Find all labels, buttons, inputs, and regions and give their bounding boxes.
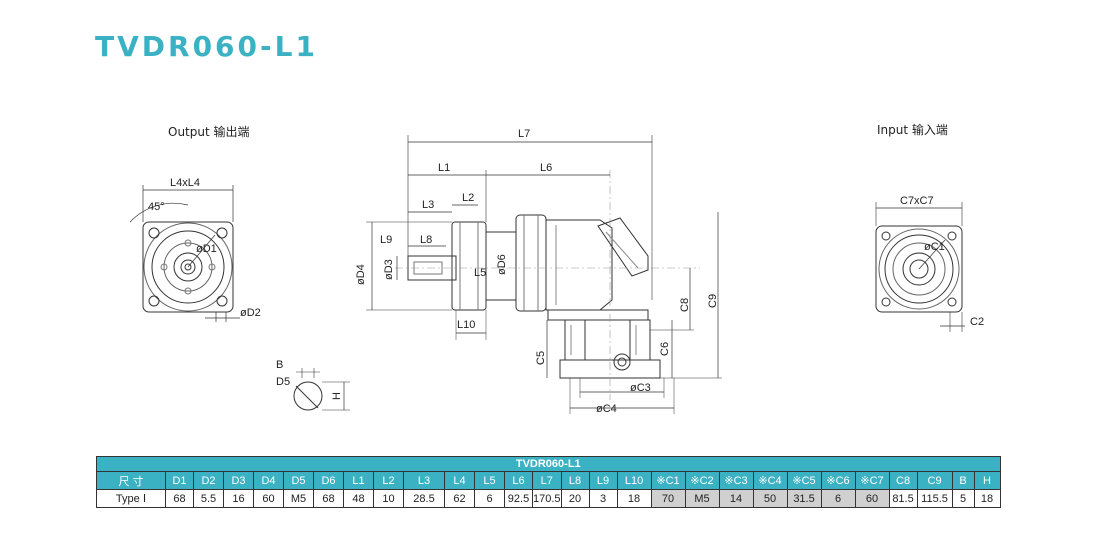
table-cell: 16 [223, 489, 254, 508]
table-cell: 10 [373, 489, 404, 508]
dim-C4: øC4 [596, 403, 617, 415]
table-header-label: 尺 寸 [96, 471, 166, 490]
gearbox-side-view [366, 135, 722, 414]
output-flange-view [129, 185, 240, 322]
column-header: ※C1 [650, 471, 686, 490]
column-header: ※C6 [820, 471, 856, 490]
table-cell: 68 [165, 489, 194, 508]
column-header: B [951, 471, 975, 490]
column-header: L3 [403, 471, 445, 490]
table-cell: 170.5 [532, 489, 562, 508]
key-detail-view [293, 368, 350, 411]
column-header: ※C2 [684, 471, 720, 490]
dim-D6: øD6 [496, 254, 508, 275]
table-cell: M5 [684, 489, 720, 508]
table-cell: 62 [444, 489, 475, 508]
column-header: L1 [343, 471, 374, 490]
column-header: ※C3 [718, 471, 754, 490]
input-flange-outline [875, 225, 963, 313]
table-cell: 81.5 [888, 489, 918, 508]
technical-drawing: L4xL4 45° øD1 øD2 L7 L1 L6 L3 L2 L9 L8 ø… [129, 128, 984, 415]
dim-C7xC7: C7xC7 [900, 195, 934, 207]
table-title: TVDR060-L1 [96, 456, 1001, 472]
dim-B: B [276, 359, 283, 371]
table-cell: 6 [820, 489, 856, 508]
dim-L1: L1 [438, 162, 450, 174]
column-header: ※C4 [752, 471, 788, 490]
dim-D2: øD2 [240, 307, 261, 319]
output-view-label: Output 输出端 [168, 125, 250, 139]
dim-C5: C5 [535, 351, 547, 365]
table-cell: 5 [951, 489, 975, 508]
column-header: L7 [532, 471, 562, 490]
dim-L5: L5 [474, 267, 486, 279]
column-header: C9 [916, 471, 953, 490]
table-cell: 48 [343, 489, 374, 508]
table-cell: 14 [718, 489, 754, 508]
column-header: D6 [313, 471, 344, 490]
column-header: L5 [474, 471, 505, 490]
column-header: D5 [283, 471, 314, 490]
table-cell: 68 [313, 489, 344, 508]
column-header: L2 [373, 471, 404, 490]
column-header: C8 [888, 471, 918, 490]
dim-L3: L3 [422, 199, 434, 211]
page-title: TVDR060-L1 [95, 30, 318, 63]
table-cell: 60 [854, 489, 890, 508]
input-view-label: Input 输入端 [877, 123, 948, 137]
dim-C2: C2 [970, 316, 984, 328]
table-cell: 92.5 [504, 489, 533, 508]
row-label: Type Ⅰ [96, 489, 166, 508]
dim-C1: øC1 [924, 241, 945, 253]
column-header: D4 [253, 471, 284, 490]
column-header: D1 [165, 471, 194, 490]
input-flange-view [875, 202, 965, 332]
table-cell: 18 [973, 489, 1001, 508]
table-cell: 115.5 [916, 489, 953, 508]
dim-L8: L8 [420, 234, 432, 246]
dim-L2: L2 [462, 192, 474, 204]
dim-D5: D5 [276, 376, 290, 388]
table-cell: 60 [253, 489, 284, 508]
dim-L7: L7 [518, 128, 530, 140]
table-cell: 5.5 [193, 489, 224, 508]
dim-L9: L9 [380, 234, 392, 246]
dim-L10: L10 [457, 319, 475, 331]
table-cell: 70 [650, 489, 686, 508]
table-cell: 6 [474, 489, 505, 508]
dim-L4xL4: L4xL4 [170, 177, 200, 189]
column-header: ※C7 [854, 471, 890, 490]
column-header: ※C5 [786, 471, 822, 490]
column-header: L8 [560, 471, 590, 490]
table-cell: 20 [560, 489, 590, 508]
dim-C8: C8 [679, 298, 691, 312]
dim-L6: L6 [540, 162, 552, 174]
column-header: L9 [588, 471, 618, 490]
output-flange-outline [142, 221, 234, 313]
column-header: D2 [193, 471, 224, 490]
table-cell: 28.5 [403, 489, 445, 508]
table-cell: M5 [283, 489, 314, 508]
dim-angle: 45° [148, 201, 165, 213]
table-cell: 3 [588, 489, 618, 508]
dim-C3: øC3 [630, 382, 651, 394]
table-cell: 31.5 [786, 489, 822, 508]
column-header: L4 [444, 471, 475, 490]
column-header: L6 [504, 471, 533, 490]
column-header: L10 [616, 471, 652, 490]
dim-D3: øD3 [383, 259, 395, 280]
dim-D1: øD1 [196, 243, 217, 255]
dim-C6: C6 [659, 342, 671, 356]
table-cell: 18 [616, 489, 652, 508]
dim-H: H [331, 392, 343, 400]
dim-C9: C9 [707, 294, 719, 308]
column-header: D3 [223, 471, 254, 490]
column-header: H [973, 471, 1001, 490]
table-cell: 50 [752, 489, 788, 508]
dim-D4: øD4 [355, 264, 367, 285]
